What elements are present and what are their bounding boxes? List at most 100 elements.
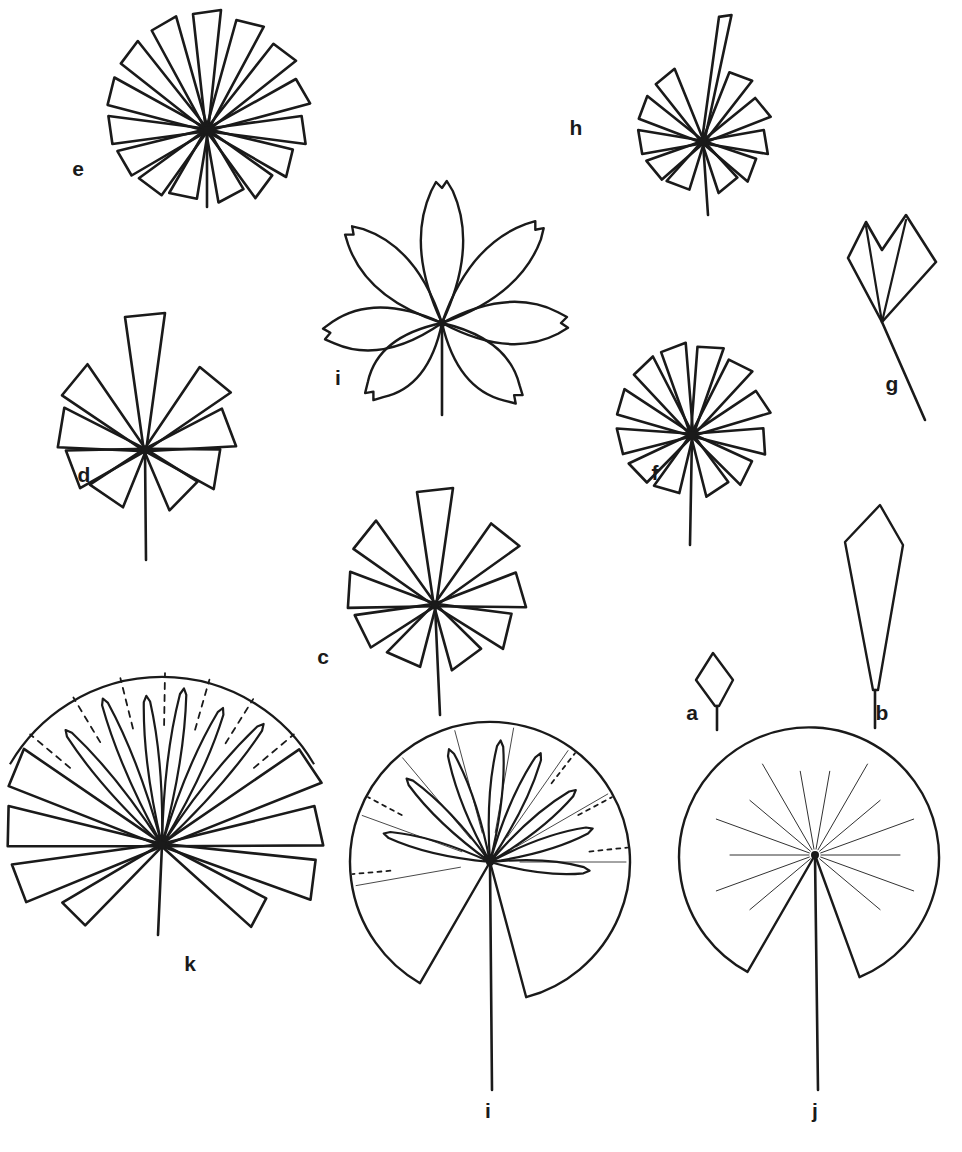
leaflet <box>145 409 236 452</box>
leaf-margin <box>10 677 314 764</box>
vein <box>816 771 830 849</box>
vein <box>730 855 809 856</box>
leaflet <box>117 129 207 176</box>
leaf-margin <box>679 727 939 977</box>
fold-line <box>73 698 100 743</box>
leaflet <box>490 828 593 863</box>
leaflet <box>365 323 442 400</box>
leaflet <box>442 323 523 404</box>
leaflet <box>323 307 442 350</box>
leaflet <box>12 844 162 902</box>
vein <box>821 855 900 856</box>
petiole <box>716 706 719 730</box>
vein <box>750 859 811 910</box>
leaf-center <box>141 446 149 454</box>
leaf-simple <box>845 505 903 690</box>
midrib <box>866 226 882 322</box>
fold-line <box>353 871 391 874</box>
fold-line <box>195 680 209 730</box>
leaflet <box>634 357 693 436</box>
figure-letter: k <box>184 953 196 974</box>
petiole <box>441 323 444 415</box>
leaf-center <box>699 138 707 146</box>
leaflet <box>661 343 693 435</box>
fold-line <box>589 848 627 852</box>
vein <box>716 857 809 891</box>
petiole <box>882 322 925 420</box>
leaflet <box>646 141 703 180</box>
petiole <box>145 450 146 560</box>
leaflet <box>162 689 186 846</box>
figure-letter: b <box>876 702 889 723</box>
leaflet <box>691 360 752 436</box>
leaflet <box>442 302 568 344</box>
leaflet <box>434 604 481 670</box>
vein <box>818 764 868 850</box>
fold-line <box>254 734 294 767</box>
figure-letter: g <box>886 373 899 394</box>
leaflet <box>384 832 490 862</box>
leaflet <box>442 221 544 323</box>
vein <box>800 771 814 849</box>
leaflet <box>161 844 266 927</box>
leaf-simple <box>696 653 733 706</box>
vein <box>716 819 809 853</box>
fold-line <box>120 678 133 728</box>
leaflet <box>387 604 436 666</box>
fold-line <box>163 673 166 725</box>
leaflet <box>691 435 728 497</box>
figure-letter: a <box>686 702 698 723</box>
vein <box>356 867 460 885</box>
leaflet <box>66 449 145 488</box>
vein <box>820 800 881 851</box>
vein <box>821 857 914 891</box>
fold-line <box>368 797 402 815</box>
fold-line <box>578 797 612 815</box>
leaflet <box>417 488 453 605</box>
vein <box>821 819 914 853</box>
leaflet <box>435 573 526 608</box>
leaflet <box>206 130 244 203</box>
leaflet <box>448 749 490 862</box>
leaf-center <box>203 126 211 134</box>
leaflet <box>629 434 693 483</box>
leaflet <box>355 604 436 648</box>
leaflet <box>407 779 490 862</box>
fold-line <box>226 699 254 743</box>
figure-letter: h <box>570 117 583 138</box>
leaflet <box>144 367 231 451</box>
leaflet <box>162 844 316 900</box>
leaf-center <box>158 841 166 849</box>
figure-letter: i <box>335 367 341 388</box>
figure-letter: i <box>485 1100 491 1121</box>
vein <box>820 859 881 910</box>
vein <box>763 764 813 850</box>
leaflet <box>490 790 576 862</box>
leaf-center <box>688 431 696 439</box>
figure-letter: j <box>812 1100 818 1121</box>
leaflet <box>345 226 442 323</box>
leaflet <box>656 69 704 143</box>
figure-letter: c <box>317 646 329 667</box>
leaflet <box>207 79 311 131</box>
leaflet <box>162 724 264 845</box>
leaflet <box>848 215 936 322</box>
leaflet <box>702 141 737 193</box>
leaflet <box>161 749 321 846</box>
fold-line <box>30 734 70 767</box>
leaflet <box>144 696 162 845</box>
vein <box>750 800 811 851</box>
leaflet <box>162 708 223 845</box>
leaflet <box>421 181 463 323</box>
fold-line <box>552 753 575 783</box>
leaf-center <box>431 601 439 609</box>
leaflet <box>490 860 590 874</box>
leaflet <box>434 523 519 605</box>
figure-letter: f <box>652 462 659 483</box>
leaflet <box>144 449 198 510</box>
figure-letter: e <box>72 158 84 179</box>
leaf-center <box>486 858 494 866</box>
petiole <box>158 845 162 935</box>
midrib <box>882 220 906 322</box>
